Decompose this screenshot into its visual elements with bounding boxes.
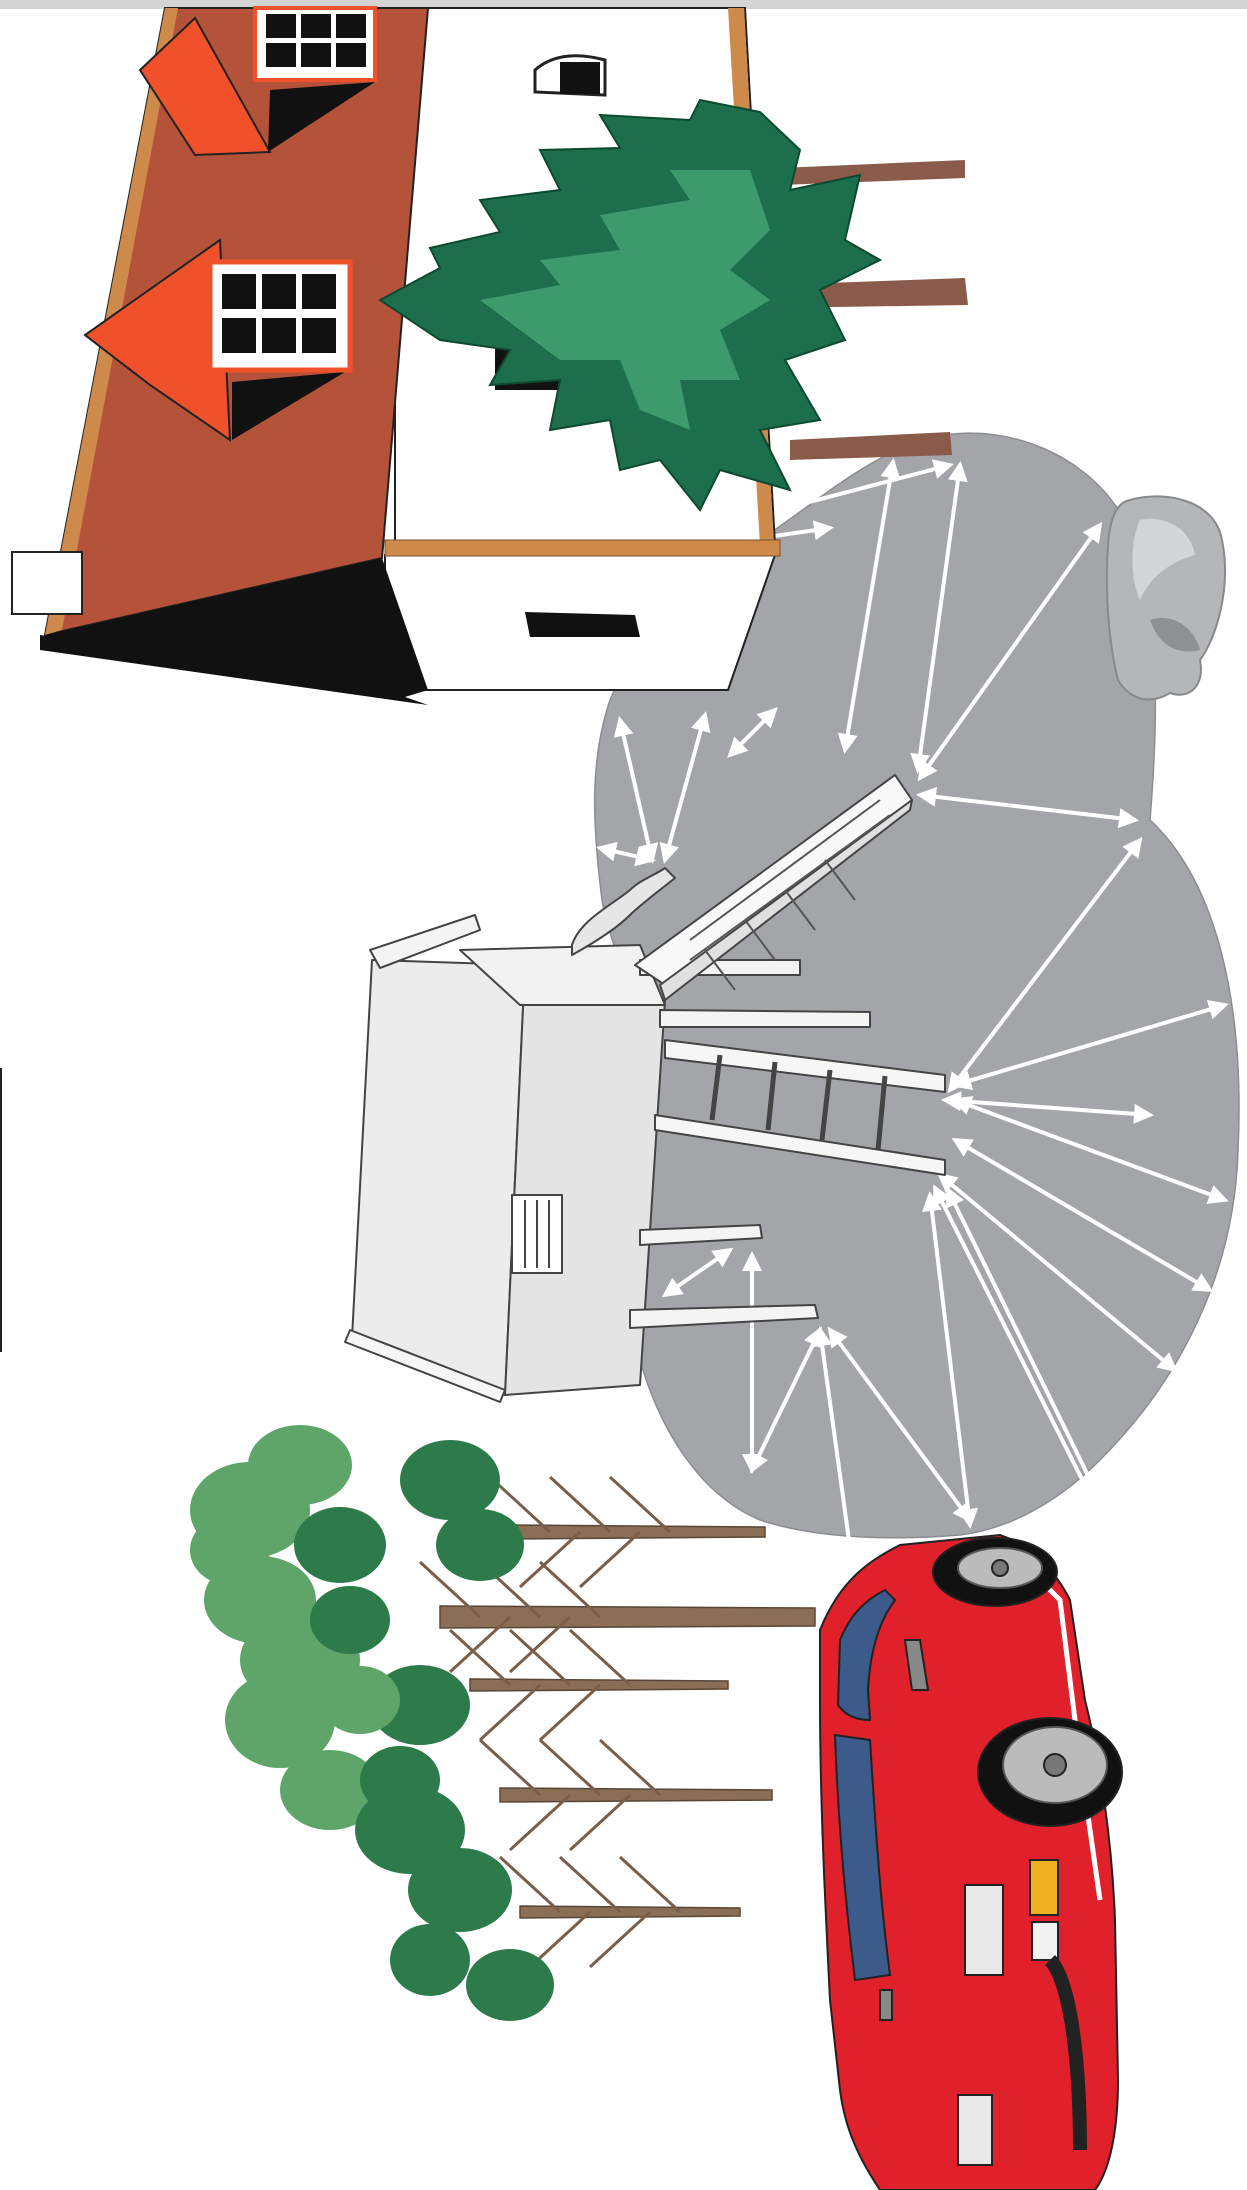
tree-trunk <box>500 1788 772 1802</box>
chimney-cap <box>12 552 82 614</box>
tree-branch <box>570 1630 630 1685</box>
tree-branch <box>590 1912 650 1967</box>
tree-branch <box>570 1795 630 1850</box>
leaf-cluster <box>310 1586 390 1654</box>
leaf-cluster <box>294 1507 386 1583</box>
deciduous-tree-icon <box>190 1425 815 2021</box>
play-structure-side-panel <box>505 965 665 1395</box>
tree-branch <box>510 1795 570 1850</box>
play-structure-roof-rail <box>370 915 480 968</box>
tree-branch <box>480 1685 540 1740</box>
tree-branch <box>540 1685 600 1740</box>
car-wheel-front <box>933 1538 1057 1606</box>
tree-branch <box>610 1477 670 1532</box>
car-headlight <box>1030 1860 1058 1915</box>
tree-branch <box>450 1630 510 1685</box>
tree-branch <box>510 1630 570 1685</box>
tree-branch <box>480 1740 540 1795</box>
house-eave-trim <box>385 540 780 556</box>
tree-branch <box>580 1532 640 1587</box>
tree-branch <box>550 1477 610 1532</box>
car-wheel-rear <box>978 1718 1122 1826</box>
leaf-cluster <box>408 1848 512 1932</box>
leaf-cluster <box>320 1666 400 1734</box>
tree-branch <box>600 1740 660 1795</box>
tree-trunk <box>440 1606 815 1628</box>
leaf-cluster <box>248 1425 352 1505</box>
leaf-cluster <box>466 1949 554 2021</box>
car-icon <box>820 1535 1122 2190</box>
leaf-cluster <box>400 1440 500 1520</box>
tree-trunk <box>520 1906 740 1918</box>
play-structure-back-panel <box>352 960 525 1395</box>
leaf-cluster <box>190 1515 270 1585</box>
leaf-cluster <box>436 1509 524 1581</box>
tree-branch <box>540 1740 600 1795</box>
leaf-cluster <box>390 1924 470 1996</box>
rock-icon <box>1107 496 1225 699</box>
tree-branch <box>620 1857 680 1912</box>
house-round-window <box>535 56 605 95</box>
tree-branch <box>520 1532 580 1587</box>
tree-branch <box>560 1857 620 1912</box>
